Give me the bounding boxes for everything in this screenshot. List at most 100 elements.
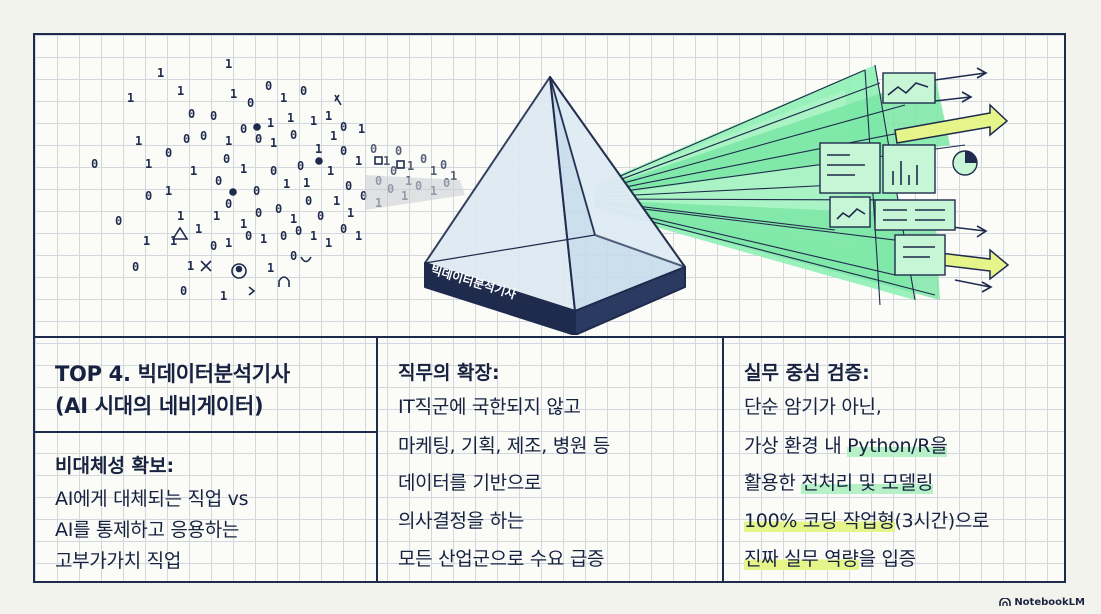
data-digit: 1	[325, 236, 332, 250]
main-title-line2: (AI 시대의 네비게이터)	[55, 394, 264, 418]
data-digit: 1	[430, 164, 437, 178]
data-digit: 1	[187, 259, 194, 273]
data-digit: 1	[315, 142, 322, 156]
column3-line3-text: 활용한	[744, 472, 802, 494]
data-digit: 0	[340, 144, 347, 158]
column3-line5-text: 을 입증	[858, 548, 917, 570]
data-digit: 0	[223, 152, 230, 166]
column2-heading: 직무의 확장:	[398, 362, 500, 384]
column2-line1: IT직군에 국한되지 않고	[398, 396, 581, 418]
coding-task-highlight: 100% 코딩 작업형	[744, 510, 895, 532]
column-job-expansion: 직무의 확장: IT직군에 국한되지 않고 마케팅, 기획, 제조, 병원 등 …	[378, 338, 724, 583]
data-digit: 0	[188, 107, 195, 121]
data-digit: 1	[333, 194, 340, 208]
data-digit: 0	[340, 222, 347, 236]
list-panel-2	[894, 234, 946, 276]
data-digit: 0	[215, 174, 222, 188]
data-digit: 0	[270, 164, 277, 178]
notebooklm-icon	[999, 598, 1012, 606]
column3-line1: 단순 암기가 아닌,	[744, 396, 882, 418]
data-digit: 0	[300, 84, 307, 98]
data-digit: 0	[297, 159, 304, 173]
data-digit: 0	[275, 202, 282, 216]
data-digit: 1	[325, 109, 332, 123]
data-digit: 1	[450, 169, 457, 183]
data-digit: 1	[287, 111, 294, 125]
data-digit: 1	[283, 177, 290, 191]
data-digit: 0	[240, 122, 247, 136]
info-columns: TOP 4. 빅데이터분석기사 (AI 시대의 네비게이터) 비대체성 확보: …	[35, 336, 1064, 583]
preprocessing-highlight: 전처리 및 모델링	[801, 472, 934, 494]
output-beams	[594, 64, 1010, 306]
prism	[424, 76, 686, 335]
column2-line5: 모든 산업군으로 수요 급증	[398, 548, 605, 570]
column2-line3: 데이터를 기반으로	[398, 472, 542, 494]
data-digit: 1	[145, 157, 152, 171]
data-digit: 0	[200, 129, 207, 143]
data-digit: 0	[91, 157, 98, 171]
data-digit: 1	[290, 212, 297, 226]
data-digit: 0	[145, 189, 152, 203]
title-box: TOP 4. 빅데이터분석기사 (AI 시대의 네비게이터)	[35, 338, 376, 433]
triangle-icon	[171, 226, 189, 240]
data-digit: 1	[280, 91, 287, 105]
data-digit: 1	[383, 154, 390, 168]
data-digit: 1	[220, 289, 227, 303]
data-digit: 1	[195, 222, 202, 236]
data-digit: 1	[190, 164, 197, 178]
data-digit: 0	[290, 249, 297, 263]
data-digit: 0	[317, 209, 324, 223]
data-digit: 0	[265, 79, 272, 93]
data-digit: 0	[345, 179, 352, 193]
data-digit: 1	[240, 162, 247, 176]
data-digit: 1	[127, 91, 134, 105]
data-digit: 0	[305, 194, 312, 208]
data-digit: 1	[135, 134, 142, 148]
data-digit: 1	[310, 229, 317, 243]
cross-icon	[200, 260, 212, 272]
column2-line4: 의사결정을 하는	[398, 510, 525, 532]
column3-heading: 실무 중심 검증:	[744, 362, 870, 384]
line-chart-panel	[882, 72, 936, 104]
column3-line4: 100% 코딩 작업형(3시간)으로	[744, 506, 990, 533]
data-digit: 1	[260, 232, 267, 246]
data-digit: 1	[225, 134, 232, 148]
data-digit: 1	[347, 206, 354, 220]
data-digit: 1	[327, 164, 334, 178]
data-digit: 1	[143, 234, 150, 248]
table-panel	[874, 199, 956, 231]
data-digit: 0	[255, 206, 262, 220]
data-digit: 0	[395, 144, 402, 158]
data-digit: 0	[340, 120, 347, 134]
list-panel	[819, 142, 881, 194]
data-digit: 1	[267, 116, 274, 130]
real-skill-highlight: 진짜 실무 역량	[744, 548, 859, 570]
data-digit: 1	[330, 129, 337, 143]
column3-line3: 활용한 전처리 및 모델링	[744, 468, 933, 495]
data-digit: 0	[180, 284, 187, 298]
bluetooth-symbol	[334, 94, 342, 106]
column2-line2: 마케팅, 기획, 제조, 병원 등	[398, 435, 610, 457]
column1-line3: 고부가가치 직업	[55, 550, 182, 572]
data-digit: 1	[177, 209, 184, 223]
column3-line5: 진짜 실무 역량을 입증	[744, 544, 916, 571]
column-practical-verification: 실무 중심 검증: 단순 암기가 아닌, 가상 환경 내 Python/R을 활…	[724, 338, 1064, 583]
column-certification: TOP 4. 빅데이터분석기사 (AI 시대의 네비게이터) 비대체성 확보: …	[35, 338, 378, 583]
monitor-panel	[829, 196, 871, 228]
logo-text: NotebookLM	[1014, 597, 1085, 608]
data-digit: 0	[165, 146, 172, 160]
data-digit: 1	[165, 184, 172, 198]
data-digit: 1	[407, 159, 414, 173]
data-digit: 0	[225, 197, 232, 211]
column3-line2: 가상 환경 내 Python/R을	[744, 431, 948, 458]
data-digit: 1	[310, 114, 317, 128]
data-digit: 0	[210, 109, 217, 123]
arch-icon	[278, 276, 290, 287]
column3-line4-text: (3시간)으로	[894, 510, 990, 532]
data-digit: 0	[360, 189, 367, 203]
data-digit: 0	[245, 229, 252, 243]
column1-line2: AI를 통제하고 응용하는	[55, 519, 240, 541]
user-icon	[231, 263, 247, 279]
